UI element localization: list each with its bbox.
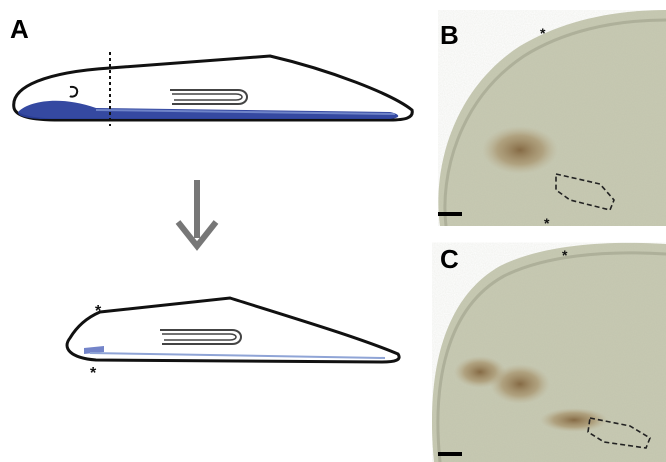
panel-b-scale-bar (438, 212, 462, 216)
dorsal-asterisk: * (95, 303, 102, 320)
panel-b: * * B (432, 10, 666, 231)
panel-c-top-asterisk: * (562, 247, 568, 263)
embryo-schematic-after: * * (67, 298, 399, 382)
panel-a: A * * (10, 14, 412, 382)
panel-c-label: C (440, 244, 459, 274)
panel-b-bottom-asterisk: * (544, 215, 550, 231)
panel-a-label: A (10, 14, 29, 44)
panel-c-scale-bar (438, 452, 462, 456)
panel-b-label: B (440, 20, 459, 50)
down-arrow-icon (178, 180, 216, 246)
ventral-asterisk: * (90, 365, 97, 382)
panel-c: * C (432, 232, 666, 462)
panel-c-brown-stain-2 (490, 364, 550, 404)
panel-b-brown-stain (482, 126, 558, 174)
panel-b-top-asterisk: * (540, 25, 546, 41)
embryo-schematic-before (14, 52, 413, 126)
